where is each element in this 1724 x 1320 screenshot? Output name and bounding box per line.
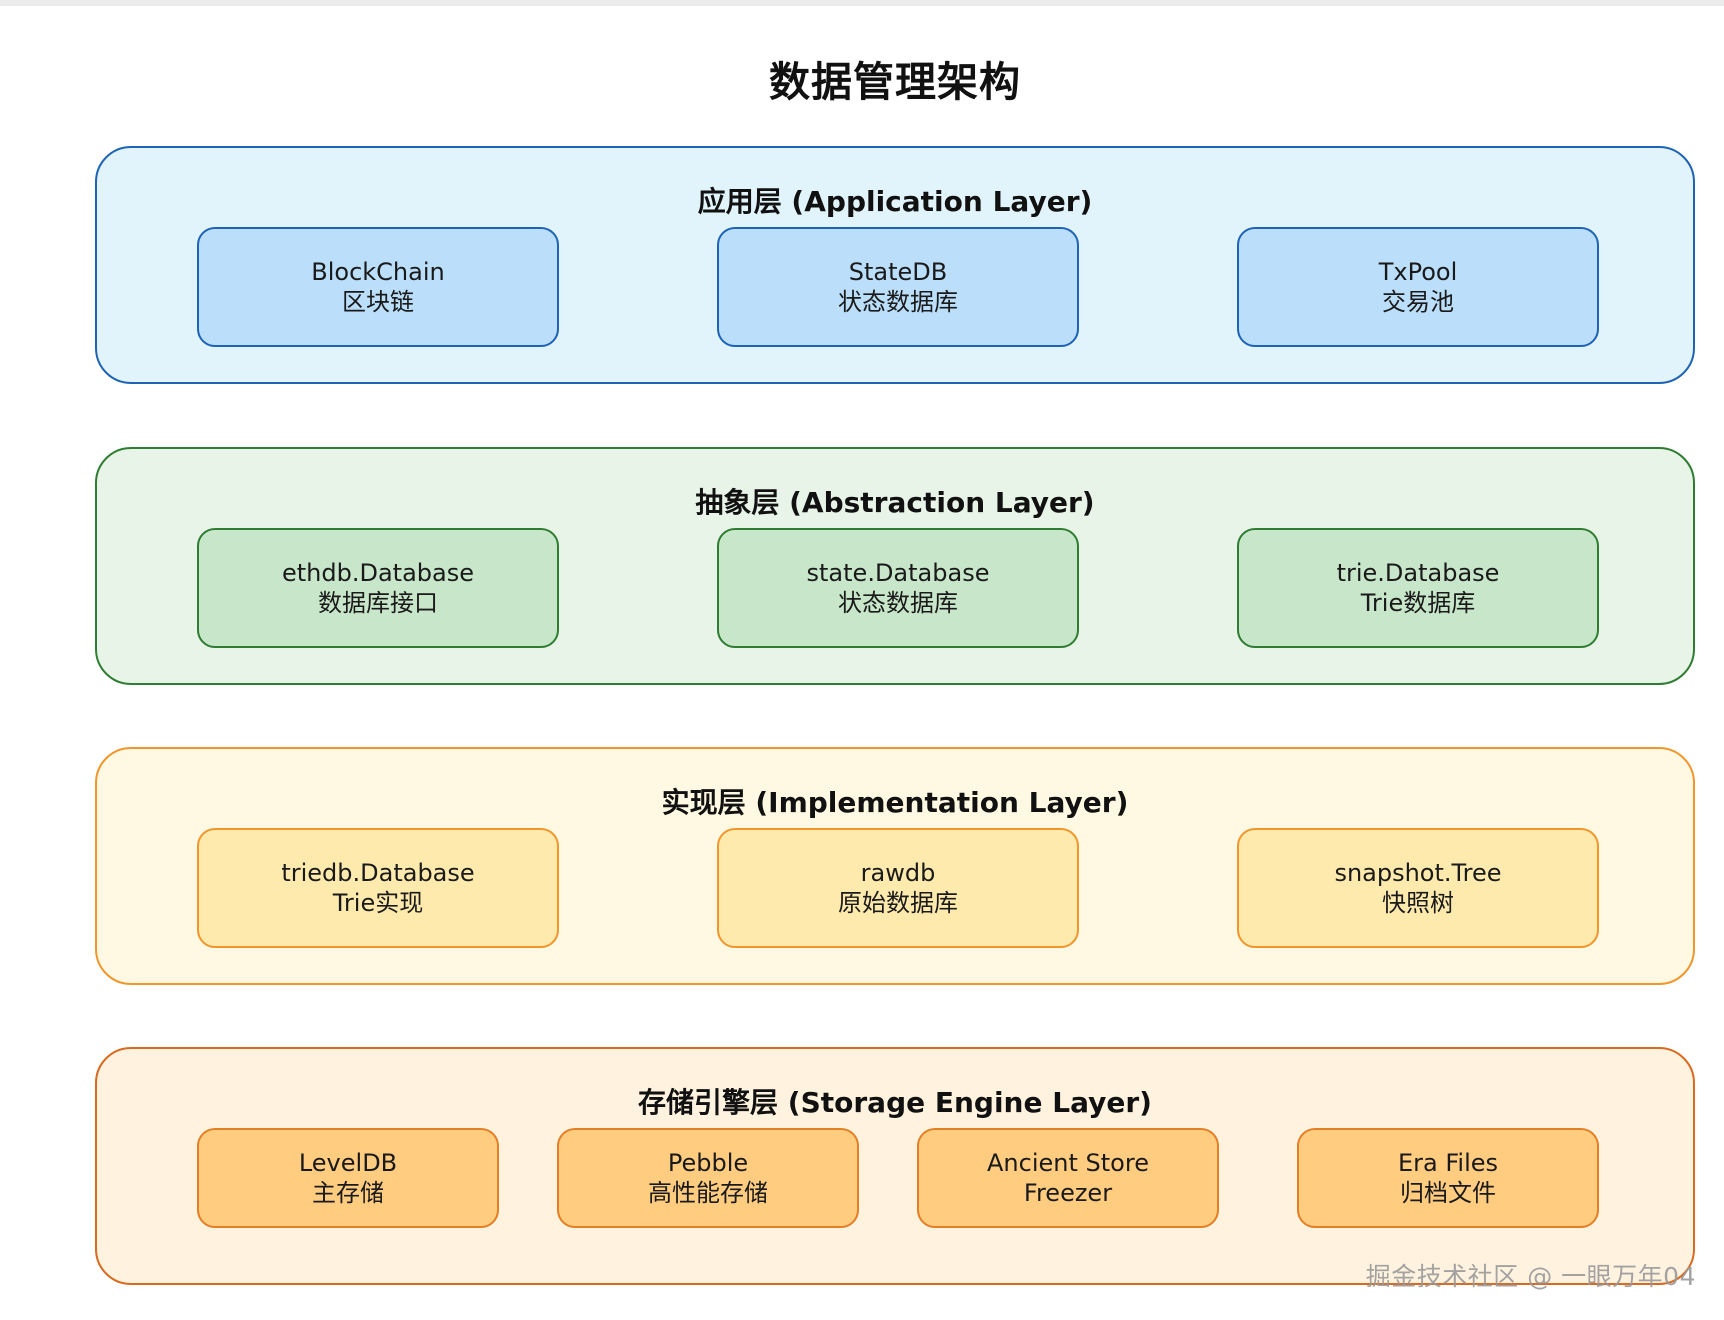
diagram-title: 数据管理架构 [769,58,1021,106]
component-desc: 状态数据库 [838,589,958,617]
component-desc: Freezer [1023,1179,1113,1207]
component-name: triedb.Database [281,859,475,887]
component-name: state.Database [806,559,990,587]
trie-database-box: trie.Database Trie数据库 [1237,528,1599,648]
component-name: snapshot.Tree [1334,859,1502,887]
component-desc: 原始数据库 [838,889,958,917]
component-name: StateDB [848,258,948,286]
ethdb-database-box: ethdb.Database 数据库接口 [197,528,559,648]
statedb-box: StateDB 状态数据库 [717,227,1079,347]
watermark-text: 掘金技术社区 @ 一眼万年04 [1365,1262,1696,1291]
component-desc: 快照树 [1382,889,1454,917]
leveldb-box: LevelDB 主存储 [197,1128,499,1228]
era-files-box: Era Files 归档文件 [1297,1128,1599,1228]
component-desc: 高性能存储 [648,1179,768,1207]
component-desc: 区块链 [342,288,414,316]
component-name: trie.Database [1336,559,1500,587]
component-name: Era Files [1397,1149,1499,1177]
component-name: rawdb [860,859,936,887]
implementation-layer: 实现层 (Implementation Layer) triedb.Databa… [95,747,1695,985]
component-desc: 归档文件 [1400,1179,1496,1207]
component-desc: 状态数据库 [838,288,958,316]
application-layer-title: 应用层 (Application Layer) [697,185,1093,218]
storage-engine-layer: 存储引擎层 (Storage Engine Layer) LevelDB 主存储… [95,1047,1695,1285]
component-name: ethdb.Database [282,559,474,587]
component-desc: Trie实现 [332,889,424,917]
txpool-box: TxPool 交易池 [1237,227,1599,347]
component-name: TxPool [1378,258,1458,286]
top-border-strip [0,0,1724,6]
component-name: LevelDB [298,1149,398,1177]
implementation-layer-title: 实现层 (Implementation Layer) [661,786,1129,819]
triedb-database-box: triedb.Database Trie实现 [197,828,559,948]
component-desc: 数据库接口 [318,589,438,617]
rawdb-box: rawdb 原始数据库 [717,828,1079,948]
component-name: Pebble [667,1149,749,1177]
component-name: BlockChain [311,258,445,286]
abstraction-layer-title: 抽象层 (Abstraction Layer) [695,486,1095,519]
pebble-box: Pebble 高性能存储 [557,1128,859,1228]
application-layer: 应用层 (Application Layer) BlockChain 区块链 S… [95,146,1695,384]
component-name: Ancient Store [987,1149,1149,1177]
abstraction-layer: 抽象层 (Abstraction Layer) ethdb.Database 数… [95,447,1695,685]
component-desc: Trie数据库 [1360,589,1476,617]
snapshot-tree-box: snapshot.Tree 快照树 [1237,828,1599,948]
state-database-box: state.Database 状态数据库 [717,528,1079,648]
blockchain-box: BlockChain 区块链 [197,227,559,347]
ancient-store-box: Ancient Store Freezer [917,1128,1219,1228]
component-desc: 交易池 [1382,288,1454,316]
component-desc: 主存储 [312,1179,384,1207]
storage-engine-layer-title: 存储引擎层 (Storage Engine Layer) [638,1086,1152,1119]
